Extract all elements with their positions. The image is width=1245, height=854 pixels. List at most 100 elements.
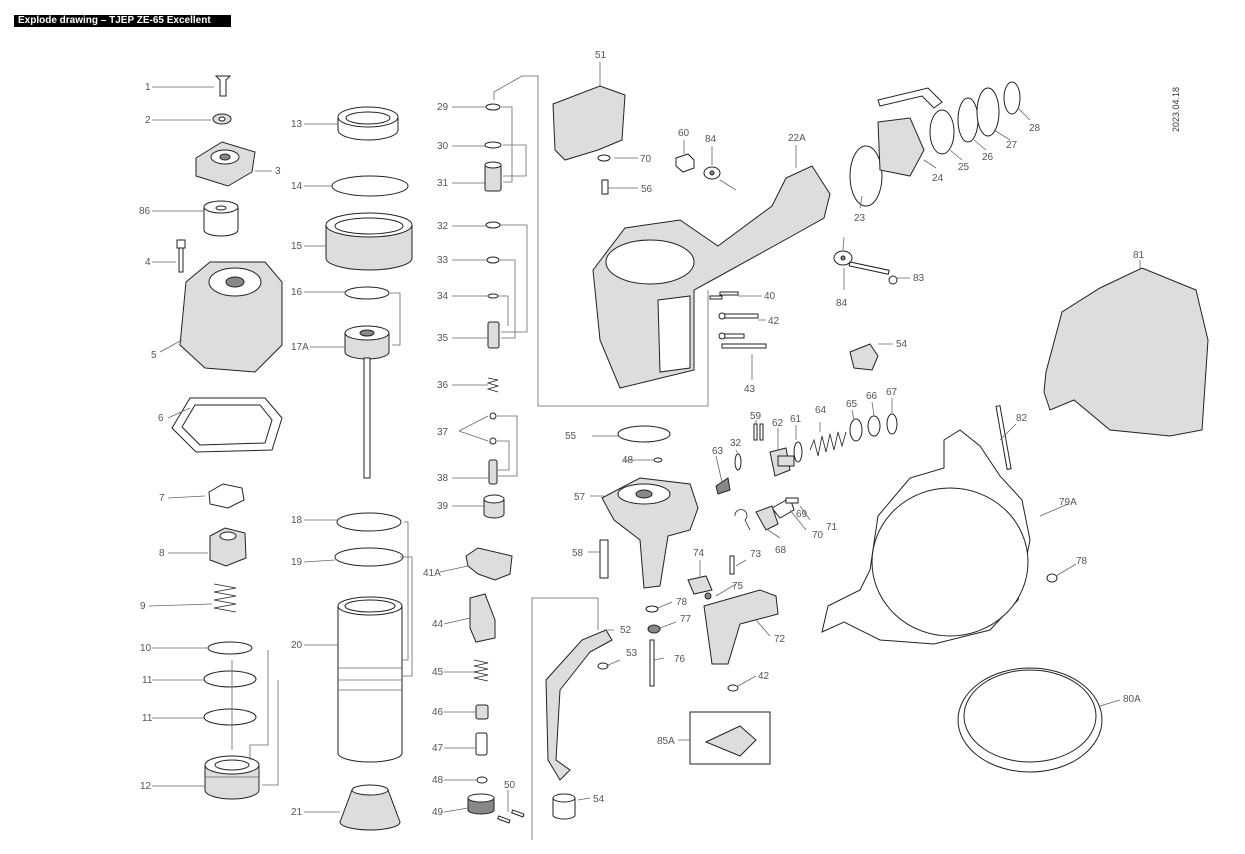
part-23-oring[interactable] [849, 145, 883, 207]
label-part-13[interactable]: 13 [291, 119, 303, 130]
label-part-62[interactable]: 62 [772, 418, 784, 429]
label-part-68[interactable]: 68 [775, 545, 787, 556]
label-part-15[interactable]: 15 [291, 241, 303, 252]
part-27-washer[interactable] [976, 87, 1000, 137]
label-part-50[interactable]: 50 [504, 780, 516, 791]
label-part-34[interactable]: 34 [437, 291, 449, 302]
label-part-54a[interactable]: 54 [896, 339, 908, 350]
label-part-84a[interactable]: 84 [705, 134, 717, 145]
part-52-feed-arm[interactable] [545, 629, 613, 781]
label-part-20[interactable]: 20 [291, 640, 303, 651]
label-part-56[interactable]: 56 [641, 184, 653, 195]
part-62-feed-piston[interactable] [769, 447, 795, 477]
part-18-oring[interactable] [336, 512, 402, 532]
label-part-84b[interactable]: 84 [836, 298, 848, 309]
part-38-pin[interactable] [488, 459, 498, 485]
part-83-bolt[interactable] [848, 261, 898, 285]
part-33-oring[interactable] [486, 256, 500, 264]
label-part-65[interactable]: 65 [846, 399, 858, 410]
label-part-72[interactable]: 72 [774, 634, 786, 645]
label-part-8[interactable]: 8 [159, 548, 165, 559]
label-part-47[interactable]: 47 [432, 743, 444, 754]
label-part-2[interactable]: 2 [145, 115, 151, 126]
part-69-pawl[interactable] [755, 505, 779, 531]
label-part-3[interactable]: 3 [275, 166, 281, 177]
label-part-19[interactable]: 19 [291, 557, 303, 568]
label-part-22A[interactable]: 22A [788, 133, 806, 144]
part-5-cylinder-cap[interactable] [179, 261, 283, 373]
label-part-11b[interactable]: 11 [142, 713, 153, 724]
part-55-oring[interactable] [617, 425, 671, 443]
label-part-64[interactable]: 64 [815, 405, 827, 416]
label-part-32b[interactable]: 32 [730, 438, 742, 449]
part-12-valve-seal[interactable] [204, 755, 260, 800]
label-part-46[interactable]: 46 [432, 707, 444, 718]
part-41A-trigger-lever[interactable] [465, 547, 513, 581]
part-25-ring[interactable] [929, 109, 955, 155]
label-part-37[interactable]: 37 [437, 427, 449, 438]
part-43-screw[interactable] [721, 343, 767, 349]
part-70a-washer[interactable] [597, 154, 611, 162]
label-part-27[interactable]: 27 [1006, 140, 1018, 151]
part-42b-nut[interactable] [727, 684, 739, 692]
part-82-rod[interactable] [995, 405, 1012, 470]
part-66-washer[interactable] [867, 415, 881, 437]
label-part-28[interactable]: 28 [1029, 123, 1041, 134]
label-part-43[interactable]: 43 [744, 384, 756, 395]
part-84a-washer[interactable] [703, 166, 721, 180]
part-84b-washer[interactable] [833, 250, 853, 266]
part-35-valve-stem[interactable] [487, 321, 500, 349]
part-54a-cap[interactable] [849, 343, 879, 371]
part-44-trigger[interactable] [469, 593, 496, 643]
part-3-top-cap[interactable] [195, 141, 256, 187]
part-11b-oring[interactable] [203, 708, 257, 726]
label-part-73[interactable]: 73 [750, 549, 762, 560]
label-part-48a[interactable]: 48 [432, 775, 444, 786]
label-part-40[interactable]: 40 [764, 291, 776, 302]
part-77-spring[interactable] [647, 624, 661, 634]
part-13-bumper-ring[interactable] [337, 106, 399, 141]
label-part-10[interactable]: 10 [140, 643, 152, 654]
part-17A-piston[interactable] [344, 325, 390, 479]
label-part-14[interactable]: 14 [291, 181, 303, 192]
part-4-bolt[interactable] [176, 239, 186, 273]
label-part-71[interactable]: 71 [826, 522, 838, 533]
part-40-pins[interactable] [709, 291, 739, 300]
part-42a-screws[interactable] [718, 312, 759, 340]
part-56-screw[interactable] [601, 179, 609, 195]
part-32a-oring[interactable] [485, 221, 501, 229]
label-part-29[interactable]: 29 [437, 102, 449, 113]
label-part-17A[interactable]: 17A [291, 342, 309, 353]
part-68-spring[interactable] [734, 509, 751, 531]
part-11a-oring[interactable] [203, 670, 257, 688]
part-60-nut[interactable] [675, 153, 695, 173]
part-15-sleeve[interactable] [325, 212, 413, 271]
part-48b-oring[interactable] [653, 457, 663, 463]
part-53-nut[interactable] [597, 662, 609, 670]
label-part-51[interactable]: 51 [595, 50, 607, 61]
part-48a-oring[interactable] [476, 776, 488, 784]
part-37-balls[interactable] [489, 412, 497, 445]
label-part-5[interactable]: 5 [151, 350, 157, 361]
part-78a-washer[interactable] [645, 605, 659, 613]
label-part-42b[interactable]: 42 [758, 671, 770, 682]
part-80A-magazine-door[interactable] [957, 667, 1103, 773]
label-part-75[interactable]: 75 [732, 581, 744, 592]
part-16-oring[interactable] [344, 286, 390, 300]
label-part-52[interactable]: 52 [620, 625, 632, 636]
part-73-pin[interactable] [729, 555, 735, 575]
label-part-6[interactable]: 6 [158, 413, 164, 424]
part-31-valve[interactable] [484, 161, 502, 192]
part-24-adjuster[interactable] [877, 87, 943, 177]
part-67-ring[interactable] [886, 413, 898, 435]
label-part-16[interactable]: 16 [291, 287, 303, 298]
label-part-69[interactable]: 69 [796, 509, 808, 520]
part-36-spring[interactable] [486, 377, 500, 393]
label-part-80A[interactable]: 80A [1123, 694, 1141, 705]
part-22A-frame[interactable] [592, 165, 831, 389]
label-part-24[interactable]: 24 [932, 173, 944, 184]
part-14-oring[interactable] [331, 175, 409, 197]
label-part-32a[interactable]: 32 [437, 221, 449, 232]
part-51-housing-cover[interactable] [552, 85, 626, 161]
label-part-23[interactable]: 23 [854, 213, 866, 224]
